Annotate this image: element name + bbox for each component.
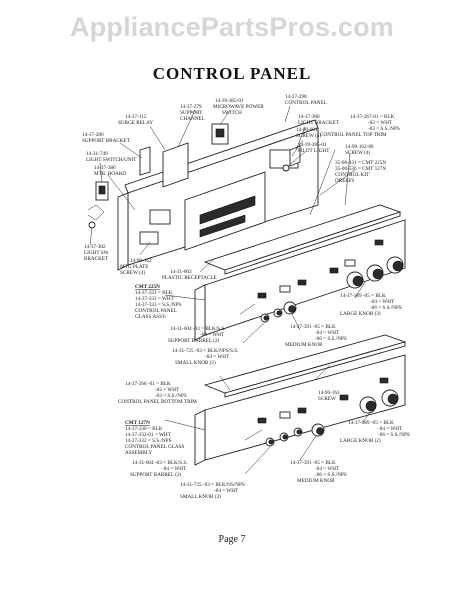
label-control-panel: 14-37-298 CONTROL PANEL	[285, 94, 327, 106]
microwave-power-switch	[211, 123, 229, 145]
medium-knob-127n	[311, 423, 325, 437]
top-trim	[203, 204, 402, 275]
label-barrel-225n: 14-31-604 -03 = BLK/S.S. -04 = WHT SUPPO…	[168, 326, 227, 344]
label-medium-knob-225n: 14-37-391 -05 = BLK -04 = WHT -06 = S.S.…	[285, 324, 348, 348]
label-screw-bottom: 14-90-162 SCREW	[318, 390, 341, 402]
label-mtr-board: 14-37-386 MTR. BOARD	[94, 165, 126, 177]
pilot-light	[282, 164, 290, 172]
label-light-sw-bracket: 14-37-302 LIGHT SW. BRACKET	[84, 244, 111, 262]
label-small-knob-127n: 14-31-725 -03 = BLK/NS/NPS -04 = WHT SMA…	[180, 482, 246, 500]
bottom-trim	[203, 334, 407, 398]
glass-panel-225n	[194, 219, 406, 341]
label-large-knob-225n: 14-37-389 -05 = BLK -04 = WHT -06 = S.S.…	[340, 293, 403, 317]
label-plastic-receptacle: 14-31-603 PLASTIC RECEPTACLE	[162, 269, 217, 281]
watermark: AppliancePartsPros.com	[69, 12, 394, 42]
header-cmt-127n: CMT 127N	[125, 420, 150, 426]
label-bottom-trim: 14-37-268 -01 = BLK -02 = WHT -03 = S.S.…	[118, 381, 197, 405]
large-knobs-127n	[359, 389, 399, 414]
leader-lines	[89, 105, 373, 475]
large-knobs-225n	[346, 256, 404, 289]
glass-panel-127n	[194, 354, 406, 466]
label-support-bracket: 14-37-280 SUPPORT BRACKET	[82, 132, 131, 144]
small-knobs-127n	[265, 427, 303, 447]
label-medium-knob-127n: 14-37-391 -05 = BLK -04 = WHT -06 = S.S.…	[290, 460, 348, 484]
label-surge-relay: 14-37-115 SURGE RELAY	[118, 114, 153, 126]
support-bracket	[139, 146, 151, 176]
support-channel	[162, 142, 189, 188]
label-screw-4a: 14-90-601 SCREW (4)	[296, 127, 321, 139]
small-knobs-225n	[260, 308, 283, 323]
label-screw-4b: 14-90-162-80 SCREW (4)	[345, 144, 375, 156]
label-pilot-light: 14-39-285-01 PILOT LIGHT	[298, 142, 330, 154]
label-light-bracket: 14-37-300 LIGHT BRACKET	[298, 114, 340, 126]
light-switch-unit	[95, 181, 109, 201]
label-mtg-plate-screw: 14-90-162 MTG PLATE SCREW (4)	[120, 258, 153, 276]
header-cmt-225n: CMT 225N	[135, 284, 160, 290]
label-large-knob-127n: 14-37-389 -05 = BLK -04 = WHT -06 = S.S.…	[340, 420, 411, 444]
label-light-switch-unit: 14-31-749 LIGHT SWITCH/UNIT	[86, 151, 137, 163]
page-number: Page 7	[218, 534, 246, 545]
label-glass-127n: 14-37-330 = BLK 14-37-332-01 = WHT 14-37…	[125, 426, 186, 456]
label-top-trim: 14-37-267-01 = BLK -02 = WHT -03 = S.S./…	[320, 114, 401, 138]
label-small-knob-225n: 14-31-725 -03 = BLK/NPS/S.S. -04 = WHT S…	[172, 348, 240, 366]
label-control-kit: 35-00-431 = CMT 225N 35-00-536 = CMT 127…	[335, 160, 387, 184]
light-bracket	[289, 145, 301, 167]
light-sw-bracket	[87, 204, 105, 229]
page-title: CONTROL PANEL	[152, 64, 312, 83]
label-support-channel: 14-37-279 SUPPORT CHANNEL	[180, 104, 205, 122]
label-glass-225n: 14-37-331 = BLK 14-37-332 = WHT 14-37-33…	[135, 290, 183, 320]
label-barrel-127n: 14-31-604 -03 = BLK/S.S. -04 = WHT SUPPO…	[130, 460, 189, 478]
label-microwave-power-switch: 14-39-365-01 MICROWAVE POWER SWITCH	[213, 98, 265, 116]
medium-knob-225n	[283, 301, 297, 315]
